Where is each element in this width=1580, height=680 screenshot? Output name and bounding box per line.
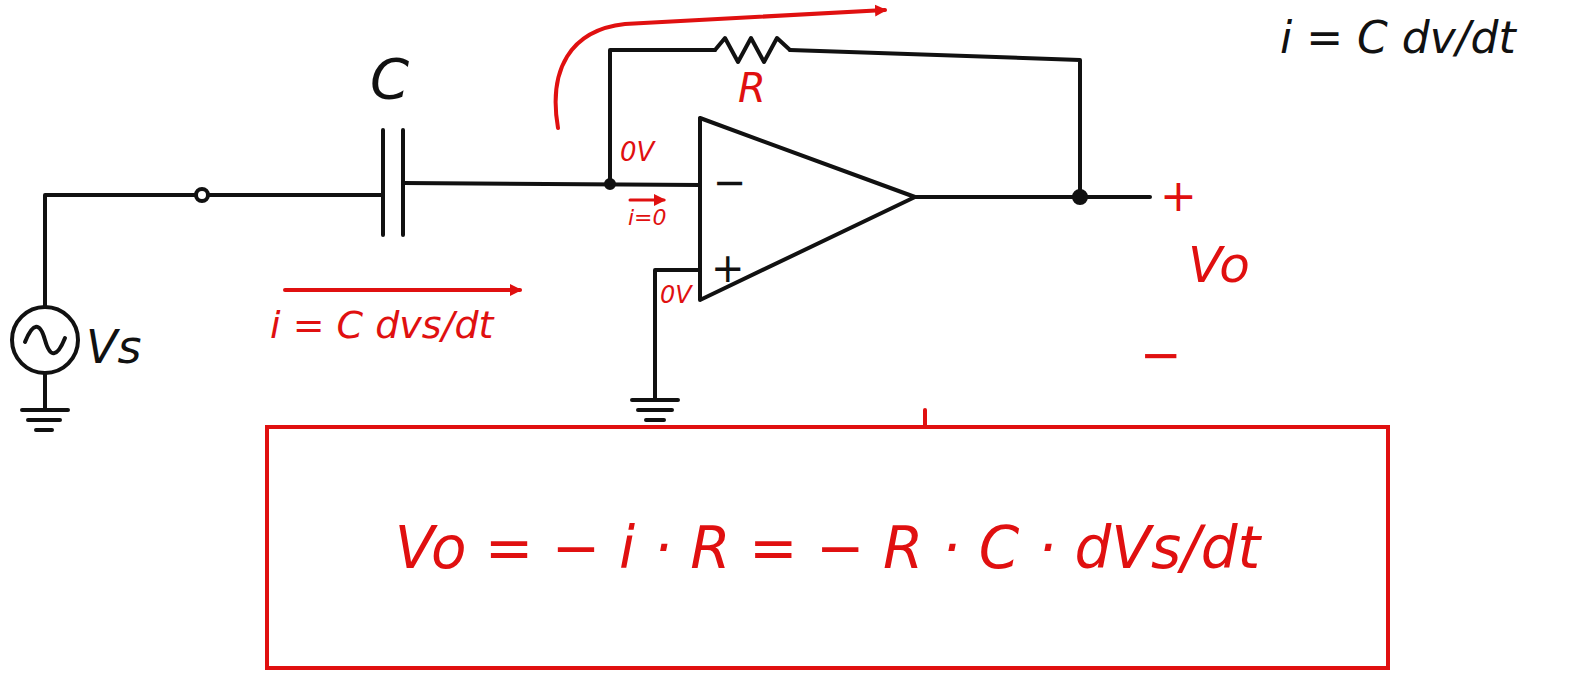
pin-sign: −: [713, 160, 747, 204]
wire: [208, 193, 383, 197]
leader-tick: [923, 410, 927, 425]
source-wave: [25, 327, 65, 354]
signal-name: Vo: [1188, 238, 1250, 293]
voltage-label: 0V: [660, 282, 692, 308]
wire: [915, 195, 1150, 199]
current-label: i=0: [628, 206, 667, 230]
equation-text: Vo = − i · R = − R · C · dVs/dt: [395, 514, 1261, 582]
current-arrow: [556, 10, 885, 128]
ground-symbol: [632, 270, 700, 420]
junction-dot: [1074, 191, 1086, 203]
current-arrow: [285, 288, 520, 292]
current-arrow: [630, 199, 664, 202]
resistor-symbol: [715, 38, 790, 62]
voltage-label: 0V: [620, 138, 654, 167]
component-label: R: [738, 66, 766, 110]
opamp-symbol: [700, 118, 915, 300]
wire: [45, 195, 196, 307]
wire: [403, 183, 700, 185]
equation-box: Vo = − i · R = − R · C · dVs/dt: [265, 425, 1390, 670]
ground-symbol: [22, 373, 68, 430]
component-label: C: [370, 48, 409, 110]
wire: [790, 50, 1080, 197]
pin-sign: +: [711, 246, 745, 290]
polarity-sign: −: [1140, 328, 1182, 383]
formula-note: i = C dv/dt: [1280, 14, 1516, 62]
capacitor-symbol: [383, 130, 403, 235]
source-symbol: [12, 307, 78, 373]
current-label: i = C dvs/dt: [270, 305, 493, 347]
polarity-sign: +: [1160, 172, 1197, 220]
signal-name: Vs: [86, 322, 141, 373]
